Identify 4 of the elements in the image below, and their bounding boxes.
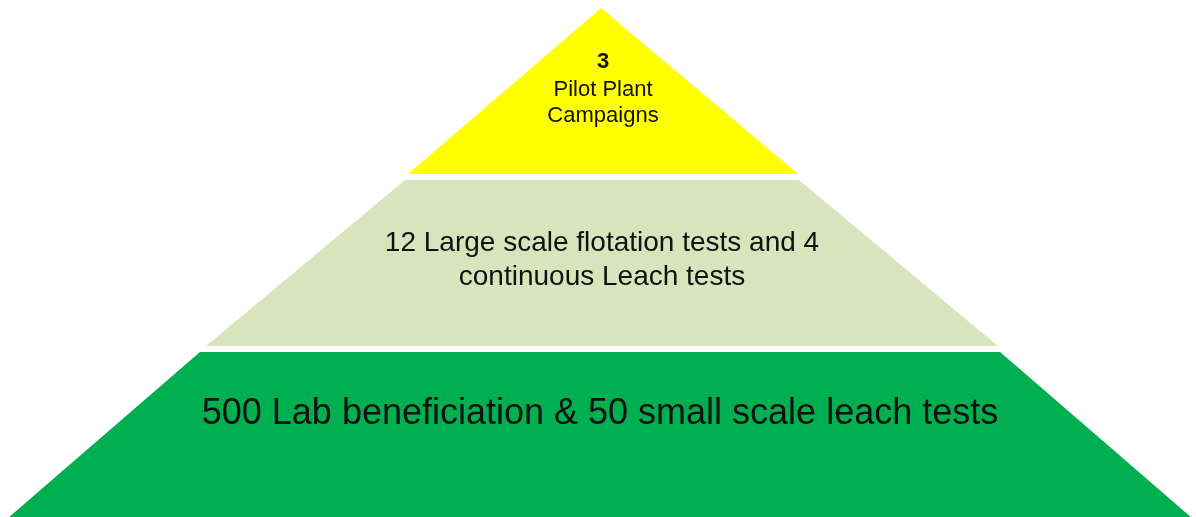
tier-count: 3 bbox=[595, 48, 611, 75]
tier-label: 12 Large scale flotation tests and 4 continuous Leach tests bbox=[383, 225, 821, 293]
tier-label: Pilot Plant Campaigns bbox=[546, 76, 660, 129]
tier-label: 500 Lab beneficiation & 50 small scale leach tests bbox=[200, 390, 1000, 434]
